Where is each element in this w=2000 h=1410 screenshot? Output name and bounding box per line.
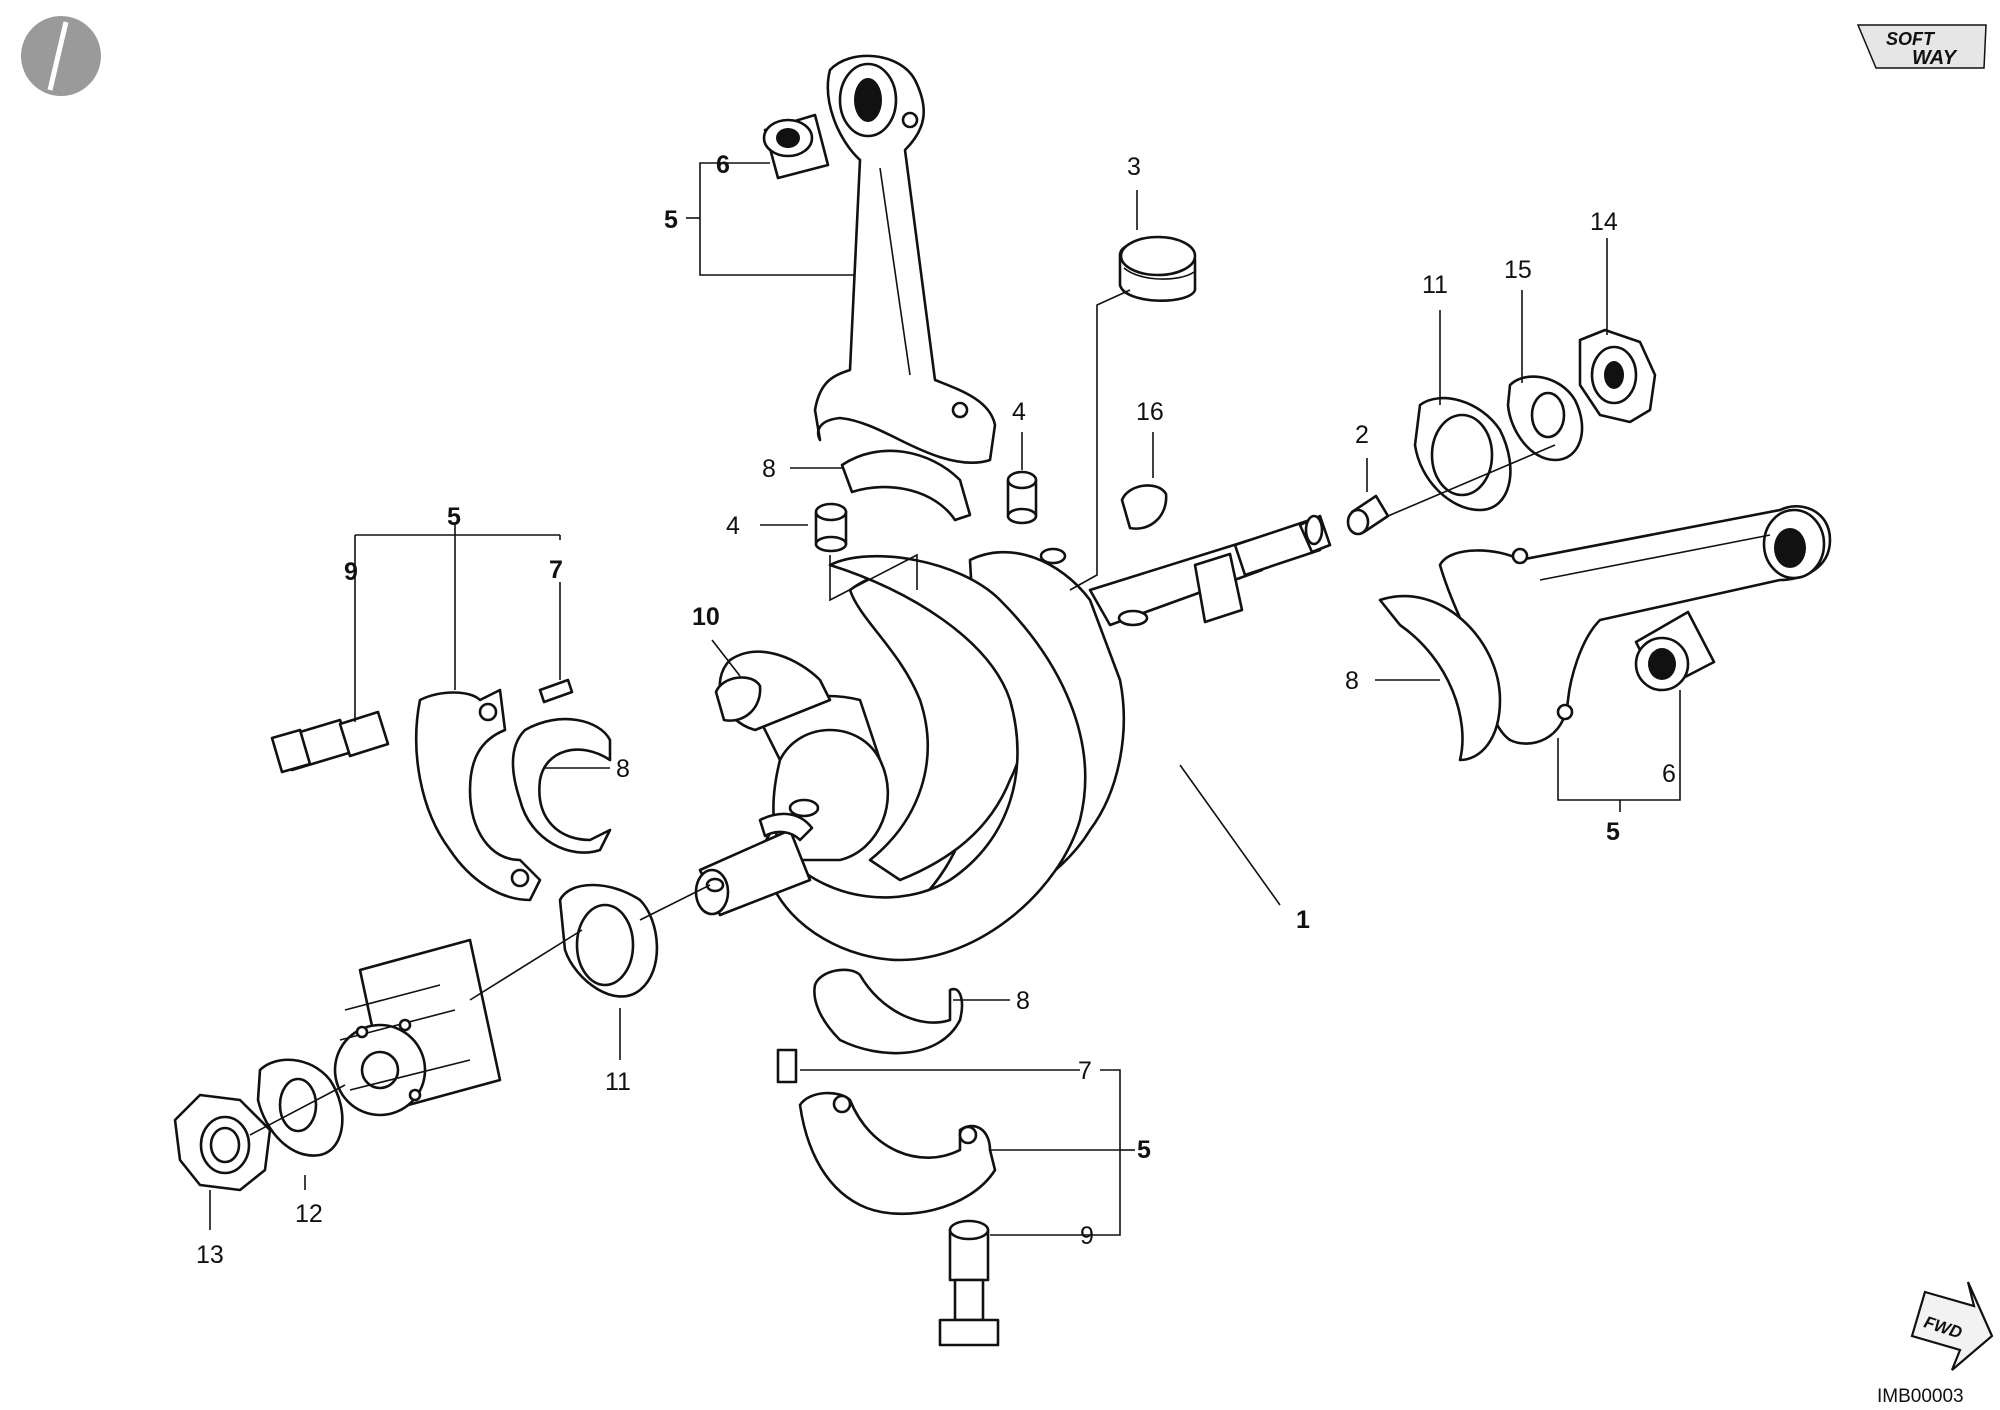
callout-5-left: 5 xyxy=(447,503,461,531)
bushing-right xyxy=(1634,610,1716,692)
callout-8-bottom: 8 xyxy=(1016,987,1030,1015)
softway-logo: SOFT WAY xyxy=(1856,24,1987,69)
hex-nut-13 xyxy=(173,1093,272,1192)
callout-12: 12 xyxy=(295,1200,323,1228)
bearing-shell-bottom xyxy=(813,968,964,1055)
bolt-left xyxy=(270,710,390,774)
callout-7-bottom: 7 xyxy=(1078,1057,1092,1085)
plug-2 xyxy=(1346,494,1390,536)
circle-mark-icon xyxy=(21,16,101,96)
callout-6-top: 6 xyxy=(716,151,730,179)
woodruff-key-16 xyxy=(1120,484,1168,530)
callout-11-right: 11 xyxy=(1422,271,1448,299)
woodruff-key-10 xyxy=(714,676,762,722)
plug-3 xyxy=(1118,235,1197,302)
bolt-bottom xyxy=(938,1219,1000,1347)
lock-washer-12 xyxy=(256,1058,344,1157)
callout-11-front: 11 xyxy=(605,1068,631,1096)
callout-8-left: 8 xyxy=(616,755,630,783)
callout-4-right: 4 xyxy=(1012,398,1026,426)
washer-15 xyxy=(1506,375,1584,462)
dowel-pin-left xyxy=(538,678,574,704)
plug-4-right xyxy=(1006,470,1038,525)
dowel-pin-bottom xyxy=(776,1048,798,1084)
callout-7-left: 7 xyxy=(549,556,563,584)
bearing-shell-left xyxy=(511,717,612,854)
callout-3: 3 xyxy=(1127,153,1141,181)
callout-2: 2 xyxy=(1355,421,1369,449)
thrust-washer-right xyxy=(1413,396,1512,512)
timing-gear xyxy=(333,938,502,1117)
callout-15: 15 xyxy=(1504,256,1532,284)
callout-9-bottom: 9 xyxy=(1080,1222,1094,1250)
drawing-code: IMB00003 xyxy=(1877,1386,1964,1407)
bearing-shell-right xyxy=(1378,594,1502,762)
plug-4-left xyxy=(814,502,848,553)
callout-16: 16 xyxy=(1136,398,1164,426)
svg-text:WAY: WAY xyxy=(1912,47,1958,69)
callout-1: 1 xyxy=(1296,906,1310,934)
main-bearing-cap-bottom xyxy=(798,1091,997,1216)
bearing-shell-top xyxy=(840,449,972,522)
crankshaft xyxy=(694,514,1332,962)
callout-6-right: 6 xyxy=(1662,760,1676,788)
leader-lines xyxy=(209,162,1681,1236)
callout-14: 14 xyxy=(1590,208,1618,236)
nut-14 xyxy=(1578,328,1657,424)
callout-8-right: 8 xyxy=(1345,667,1359,695)
callout-5-top: 5 xyxy=(664,206,678,234)
connecting-rod-top xyxy=(762,54,997,465)
callout-4-left: 4 xyxy=(726,512,740,540)
callout-8-top: 8 xyxy=(762,455,776,483)
callout-10: 10 xyxy=(692,603,720,631)
callout-5-right: 5 xyxy=(1606,818,1620,846)
callout-9-left: 9 xyxy=(344,558,358,586)
callout-labels: 6 5 3 4 16 8 4 10 2 11 15 14 8 6 5 1 5 9… xyxy=(196,151,1676,1269)
callout-5-bottom: 5 xyxy=(1137,1136,1151,1164)
svg-text:SOFT: SOFT xyxy=(1886,29,1936,49)
thrust-washer-front xyxy=(558,883,659,998)
callout-13: 13 xyxy=(196,1241,224,1269)
main-bearing-cap-left xyxy=(414,688,542,902)
fwd-direction-arrow-icon: FWD xyxy=(1910,1281,1994,1371)
